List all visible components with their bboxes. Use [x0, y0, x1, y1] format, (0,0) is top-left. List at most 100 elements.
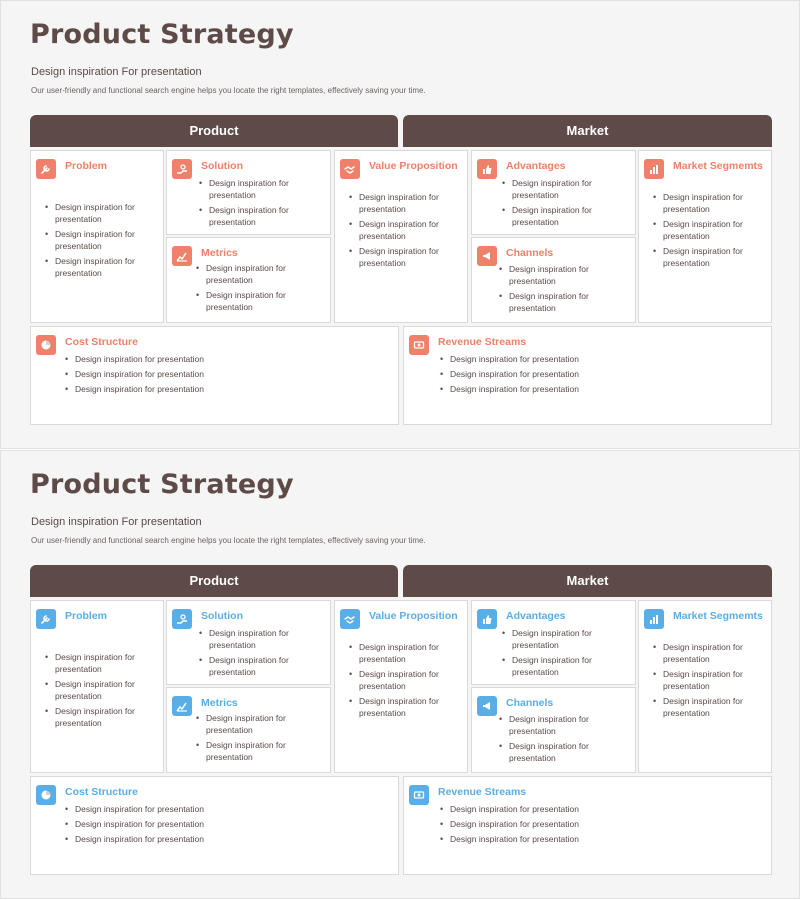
card-title: Cost Structure: [65, 336, 138, 348]
bullet-list: Design inspiration for presentationDesig…: [349, 641, 461, 722]
market-header: Market: [403, 565, 772, 597]
card-title: Channels: [506, 697, 554, 709]
bullet-list: Design inspiration for presentationDesig…: [199, 627, 319, 681]
bullet-item: Design inspiration for presentation: [196, 712, 316, 736]
bar-chart-icon: [644, 609, 664, 629]
card-advantages: AdvantagesDesign inspiration for present…: [471, 150, 636, 235]
bullet-item: Design inspiration for presentation: [45, 651, 157, 675]
card-solution: SolutionDesign inspiration for presentat…: [166, 600, 331, 685]
bar-chart-icon: [644, 159, 664, 179]
megaphone-icon: [477, 246, 497, 266]
bullet-item: Design inspiration for presentation: [349, 218, 461, 242]
money-icon: [409, 335, 429, 355]
bullet-item: Design inspiration for presentation: [349, 191, 461, 215]
product-header: Product: [30, 115, 398, 147]
bullet-item: Design inspiration for presentation: [653, 695, 765, 719]
bullet-item: Design inspiration for presentation: [65, 833, 365, 845]
bullet-list: Design inspiration for presentationDesig…: [499, 713, 619, 767]
subtitle: Design inspiration For presentation: [31, 516, 202, 528]
thumbs-up-icon: [477, 609, 497, 629]
bullet-list: Design inspiration for presentationDesig…: [653, 641, 765, 722]
bullet-item: Design inspiration for presentation: [440, 818, 740, 830]
bullet-list: Design inspiration for presentationDesig…: [196, 712, 316, 766]
bullet-item: Design inspiration for presentation: [196, 289, 316, 313]
bullet-item: Design inspiration for presentation: [499, 713, 619, 737]
bullet-item: Design inspiration for presentation: [196, 739, 316, 763]
card-segments: Market SegmemtsDesign inspiration for pr…: [638, 150, 772, 323]
chart-icon: [172, 696, 192, 716]
bullet-item: Design inspiration for presentation: [499, 263, 619, 287]
megaphone-icon: [477, 696, 497, 716]
bullet-item: Design inspiration for presentation: [502, 627, 622, 651]
pie-chart-icon: [36, 335, 56, 355]
subtitle: Design inspiration For presentation: [31, 66, 202, 78]
card-problem: ProblemDesign inspiration for presentati…: [30, 600, 164, 773]
bullet-item: Design inspiration for presentation: [45, 228, 157, 252]
bullet-item: Design inspiration for presentation: [502, 654, 622, 678]
bullet-list: Design inspiration for presentationDesig…: [502, 177, 622, 231]
bullet-list: Design inspiration for presentationDesig…: [196, 262, 316, 316]
wrench-icon: [36, 609, 56, 629]
card-title: Market Segmemts: [673, 160, 763, 172]
card-title: Metrics: [201, 247, 238, 259]
bullet-list: Design inspiration for presentationDesig…: [502, 627, 622, 681]
card-title: Revenue Streams: [438, 336, 527, 348]
bullet-item: Design inspiration for presentation: [502, 204, 622, 228]
card-title: Revenue Streams: [438, 786, 527, 798]
bullet-list: Design inspiration for presentationDesig…: [349, 191, 461, 272]
hand-gear-icon: [172, 159, 192, 179]
bullet-item: Design inspiration for presentation: [653, 668, 765, 692]
card-title: Channels: [506, 247, 554, 259]
card-title: Problem: [65, 610, 108, 622]
card-title: Problem: [65, 160, 108, 172]
bullet-list: Design inspiration for presentationDesig…: [65, 353, 365, 398]
bullet-list: Design inspiration for presentationDesig…: [199, 177, 319, 231]
bullet-item: Design inspiration for presentation: [440, 833, 740, 845]
bullet-item: Design inspiration for presentation: [440, 383, 740, 395]
thumbs-up-icon: [477, 159, 497, 179]
bullet-item: Design inspiration for presentation: [499, 740, 619, 764]
card-revenue: Revenue StreamsDesign inspiration for pr…: [403, 326, 772, 425]
card-value: Value PropositionDesign inspiration for …: [334, 600, 468, 773]
product-header: Product: [30, 565, 398, 597]
card-cost: Cost StructureDesign inspiration for pre…: [30, 326, 399, 425]
wrench-icon: [36, 159, 56, 179]
bullet-item: Design inspiration for presentation: [65, 353, 365, 365]
card-channels: ChannelsDesign inspiration for presentat…: [471, 687, 636, 773]
card-cost: Cost StructureDesign inspiration for pre…: [30, 776, 399, 875]
bullet-item: Design inspiration for presentation: [349, 695, 461, 719]
bullet-item: Design inspiration for presentation: [440, 353, 740, 365]
bullet-item: Design inspiration for presentation: [199, 627, 319, 651]
bullet-list: Design inspiration for presentationDesig…: [45, 651, 157, 732]
card-metrics: MetricsDesign inspiration for presentati…: [166, 237, 331, 323]
card-title: Solution: [201, 610, 243, 622]
bullet-item: Design inspiration for presentation: [349, 641, 461, 665]
bullet-item: Design inspiration for presentation: [45, 255, 157, 279]
bullet-item: Design inspiration for presentation: [349, 668, 461, 692]
card-title: Solution: [201, 160, 243, 172]
bullet-item: Design inspiration for presentation: [499, 290, 619, 314]
bullet-item: Design inspiration for presentation: [199, 654, 319, 678]
bullet-item: Design inspiration for presentation: [199, 204, 319, 228]
bullet-item: Design inspiration for presentation: [653, 191, 765, 215]
card-title: Value Proposition: [369, 610, 458, 622]
bullet-item: Design inspiration for presentation: [45, 201, 157, 225]
bullet-item: Design inspiration for presentation: [653, 245, 765, 269]
market-header: Market: [403, 115, 772, 147]
card-title: Advantages: [506, 610, 566, 622]
bullet-item: Design inspiration for presentation: [440, 803, 740, 815]
bullet-item: Design inspiration for presentation: [196, 262, 316, 286]
card-channels: ChannelsDesign inspiration for presentat…: [471, 237, 636, 323]
card-title: Value Proposition: [369, 160, 458, 172]
card-revenue: Revenue StreamsDesign inspiration for pr…: [403, 776, 772, 875]
bullet-list: Design inspiration for presentationDesig…: [440, 803, 740, 848]
bullet-list: Design inspiration for presentationDesig…: [653, 191, 765, 272]
bullet-item: Design inspiration for presentation: [653, 641, 765, 665]
bullet-list: Design inspiration for presentationDesig…: [499, 263, 619, 317]
bullet-item: Design inspiration for presentation: [65, 383, 365, 395]
handshake-icon: [340, 609, 360, 629]
bullet-list: Design inspiration for presentationDesig…: [65, 803, 365, 848]
bullet-list: Design inspiration for presentationDesig…: [440, 353, 740, 398]
